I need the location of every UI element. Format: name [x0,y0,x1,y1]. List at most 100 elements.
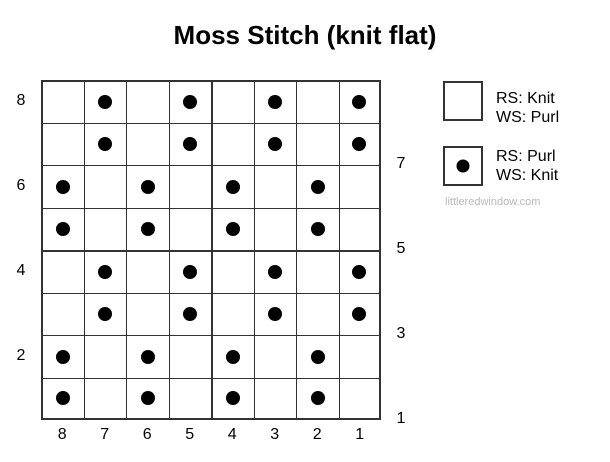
row-label-left: 4 [16,262,26,280]
purl-dot-icon [140,391,155,406]
grid-cell [338,165,381,208]
grid-cell [126,207,169,250]
grid-cell [338,250,381,293]
grid-cell [168,292,211,335]
grid-cell [338,207,381,250]
grid-cell [296,165,339,208]
grid-cell [211,165,254,208]
purl-dot-icon [140,349,155,364]
watermark: littleredwindow.com [445,196,541,208]
purl-dot-icon [226,349,241,364]
grid-cell [296,377,339,420]
purl-dot-icon [310,349,325,364]
grid-cell [126,250,169,293]
legend-empty-label: RS: Knit WS: Purl [496,89,559,127]
purl-dot-icon [183,137,198,152]
purl-dot-icon [56,349,71,364]
grid-cell [253,335,296,378]
purl-dot-icon [98,137,113,152]
purl-dot-icon [183,307,198,322]
grid-cell [253,80,296,123]
row-label-right: 1 [396,409,406,427]
grid-cell [83,80,126,123]
stitch-grid [41,80,381,420]
purl-dot-icon [140,222,155,237]
purl-dot-icon [352,137,367,152]
grid-cell [211,80,254,123]
column-label: 5 [185,426,195,443]
row-label-left: 6 [16,177,26,195]
column-label: 3 [270,426,280,443]
grid-cell [41,250,84,293]
grid-cell [211,250,254,293]
grid-cell [41,335,84,378]
grid-cell [338,122,381,165]
grid-cell [253,165,296,208]
purl-dot-icon [310,179,325,194]
purl-dot-icon [183,265,198,280]
grid-cell [41,207,84,250]
grid-cell [211,335,254,378]
grid-cell [296,207,339,250]
legend-dot-icon [456,159,470,173]
grid-cell [296,80,339,123]
grid-cell [168,250,211,293]
legend-dot-label: RS: Purl WS: Knit [496,147,558,185]
grid-cell [253,122,296,165]
grid-cell [168,335,211,378]
grid-cell [83,377,126,420]
legend-dot-square-icon [443,146,483,186]
grid-cell [296,122,339,165]
grid-cell [126,80,169,123]
grid-cell [41,292,84,335]
grid-cell [338,80,381,123]
legend-dot-ws-text: WS: Knit [496,167,559,184]
grid-cell [83,292,126,335]
grid-cell [211,292,254,335]
purl-dot-icon [98,265,113,280]
grid-cell [338,292,381,335]
row-label-right: 3 [396,324,406,342]
grid-cell [211,122,254,165]
purl-dot-icon [268,137,283,152]
grid-cell [83,335,126,378]
grid-cell [83,122,126,165]
grid-cell [296,292,339,335]
grid-cell [253,377,296,420]
legend-empty-square-icon [443,81,483,121]
purl-dot-icon [226,179,241,194]
row-label-right: 5 [396,239,406,257]
grid-cell [253,292,296,335]
purl-dot-icon [352,95,367,110]
grid-cell [168,165,211,208]
grid-cell [168,377,211,420]
purl-dot-icon [226,391,241,406]
purl-dot-icon [140,179,155,194]
grid-cell [296,335,339,378]
purl-dot-icon [56,179,71,194]
grid-cell [83,250,126,293]
grid-cell [168,80,211,123]
purl-dot-icon [56,391,71,406]
grid-cell [41,377,84,420]
grid-cell [41,122,84,165]
purl-dot-icon [310,222,325,237]
purl-dot-icon [268,265,283,280]
row-label-right: 7 [396,154,406,172]
column-label: 4 [227,426,237,443]
column-label: 1 [355,426,365,443]
grid-cell [296,250,339,293]
grid-cell [253,250,296,293]
purl-dot-icon [226,222,241,237]
legend-empty-ws-text: WS: Purl [496,109,560,126]
purl-dot-icon [56,222,71,237]
grid-cell [126,165,169,208]
grid-cell [253,207,296,250]
row-label-left: 8 [16,92,26,110]
column-label: 2 [312,426,322,443]
grid-cell [211,207,254,250]
grid-cell [168,207,211,250]
purl-dot-icon [352,265,367,280]
column-label: 7 [100,426,110,443]
purl-dot-icon [268,95,283,110]
